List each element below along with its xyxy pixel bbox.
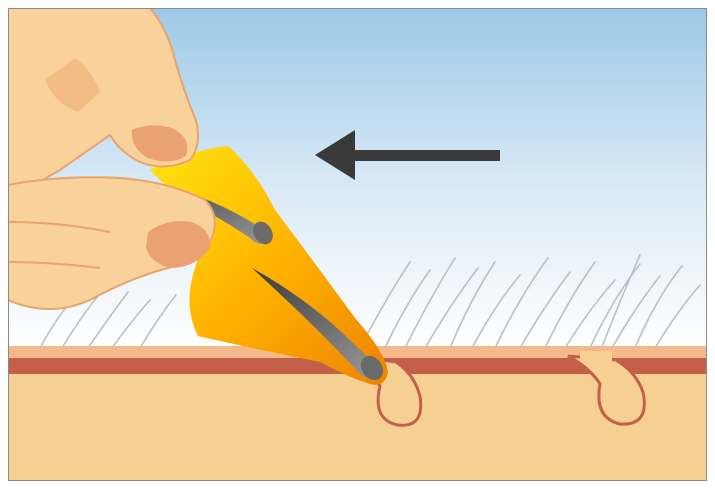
illustration-canvas [0,0,715,489]
wax-removal-illustration [0,0,715,489]
